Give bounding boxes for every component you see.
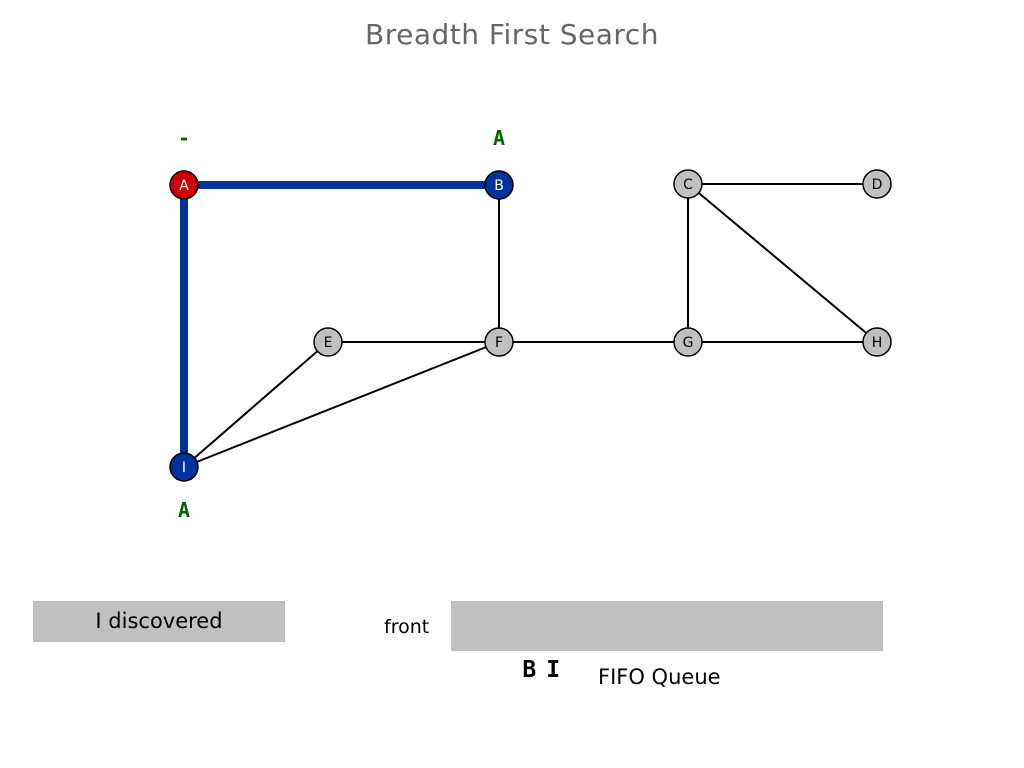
node-E: E <box>313 327 343 357</box>
queue-front-label: front <box>384 616 430 638</box>
node-label-B: B <box>494 178 504 194</box>
node-circle-C <box>673 169 703 199</box>
node-circle-G <box>673 327 703 357</box>
nodes-layer: A B C D E F G H I <box>169 169 892 482</box>
node-circle-H <box>862 327 892 357</box>
node-circle-F <box>484 327 514 357</box>
node-C: C <box>673 169 703 199</box>
page-title: Breadth First Search <box>365 18 659 51</box>
edge-I-E <box>183 341 329 468</box>
node-I: I <box>169 452 199 482</box>
node-label-F: F <box>495 335 503 351</box>
node-F: F <box>484 327 514 357</box>
node-D: D <box>862 169 892 199</box>
node-circle-B <box>484 170 514 200</box>
node-circle-I <box>169 452 199 482</box>
node-circle-A <box>169 170 199 200</box>
parent-label-I: A <box>178 498 190 522</box>
node-circle-E <box>313 327 343 357</box>
queue-item: I <box>546 657 561 683</box>
edges-layer <box>180 181 878 468</box>
node-circle-D <box>862 169 892 199</box>
queue-label: FIFO Queue <box>598 665 721 689</box>
node-B: B <box>484 170 514 200</box>
parent-label-B: A <box>493 126 505 150</box>
parent-label-A: - <box>178 126 190 150</box>
edge-C-H <box>687 183 878 343</box>
node-label-I: I <box>182 460 186 476</box>
node-label-C: C <box>683 177 693 193</box>
node-label-D: D <box>872 177 883 193</box>
queue-item: B <box>522 657 537 683</box>
parent-labels-layer: - A A <box>178 126 505 522</box>
node-A: A <box>169 170 199 200</box>
node-H: H <box>862 327 892 357</box>
node-label-E: E <box>324 335 333 351</box>
node-label-A: A <box>179 178 189 194</box>
status-box: I discovered <box>33 601 285 642</box>
node-G: G <box>673 327 703 357</box>
node-label-H: H <box>872 335 883 351</box>
node-label-G: G <box>683 335 694 351</box>
edge-I-F <box>183 341 500 468</box>
